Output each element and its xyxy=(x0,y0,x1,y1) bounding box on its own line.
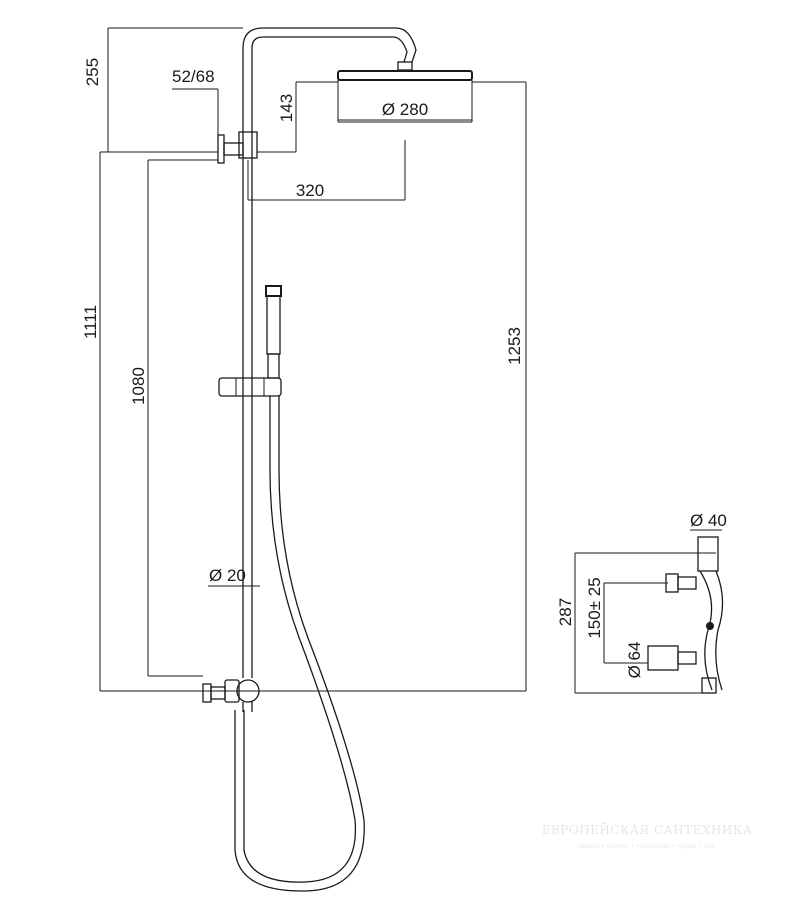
dim-1253-label: 1253 xyxy=(505,327,524,365)
dim-287-label: 287 xyxy=(556,598,575,626)
dim-280-label: Ø 280 xyxy=(382,100,428,119)
watermark-brand: ЕВРОПЕЙСКАЯ САНТЕХНИКА xyxy=(542,821,753,837)
dim-1111-label: 1111 xyxy=(81,305,100,339)
wall-bracket-upper xyxy=(217,131,258,164)
shower-hose xyxy=(234,396,365,892)
dim-255-label: 255 xyxy=(83,58,102,86)
hand-shower xyxy=(265,285,282,379)
valve-detail xyxy=(574,529,724,694)
dim-64-label: Ø 64 xyxy=(625,642,644,679)
dimension-lines xyxy=(99,27,527,692)
overhead-shower-head xyxy=(337,70,473,123)
dim-150-label: 150± 25 xyxy=(585,577,604,638)
dim-40-label: Ø 40 xyxy=(690,511,727,530)
bottom-connector xyxy=(202,679,260,712)
slide-holder xyxy=(218,377,282,397)
dim-52-68-label: 52/68 xyxy=(172,67,215,86)
dim-320-label: 320 xyxy=(296,181,324,200)
dim-1080-label: 1080 xyxy=(129,367,148,405)
shower-column xyxy=(242,27,417,678)
dim-143-label: 143 xyxy=(277,94,296,122)
dim-20-label: Ø 20 xyxy=(209,566,246,585)
watermark-tagline: ванны • плитка • отопление • сауны • спа xyxy=(579,843,715,850)
